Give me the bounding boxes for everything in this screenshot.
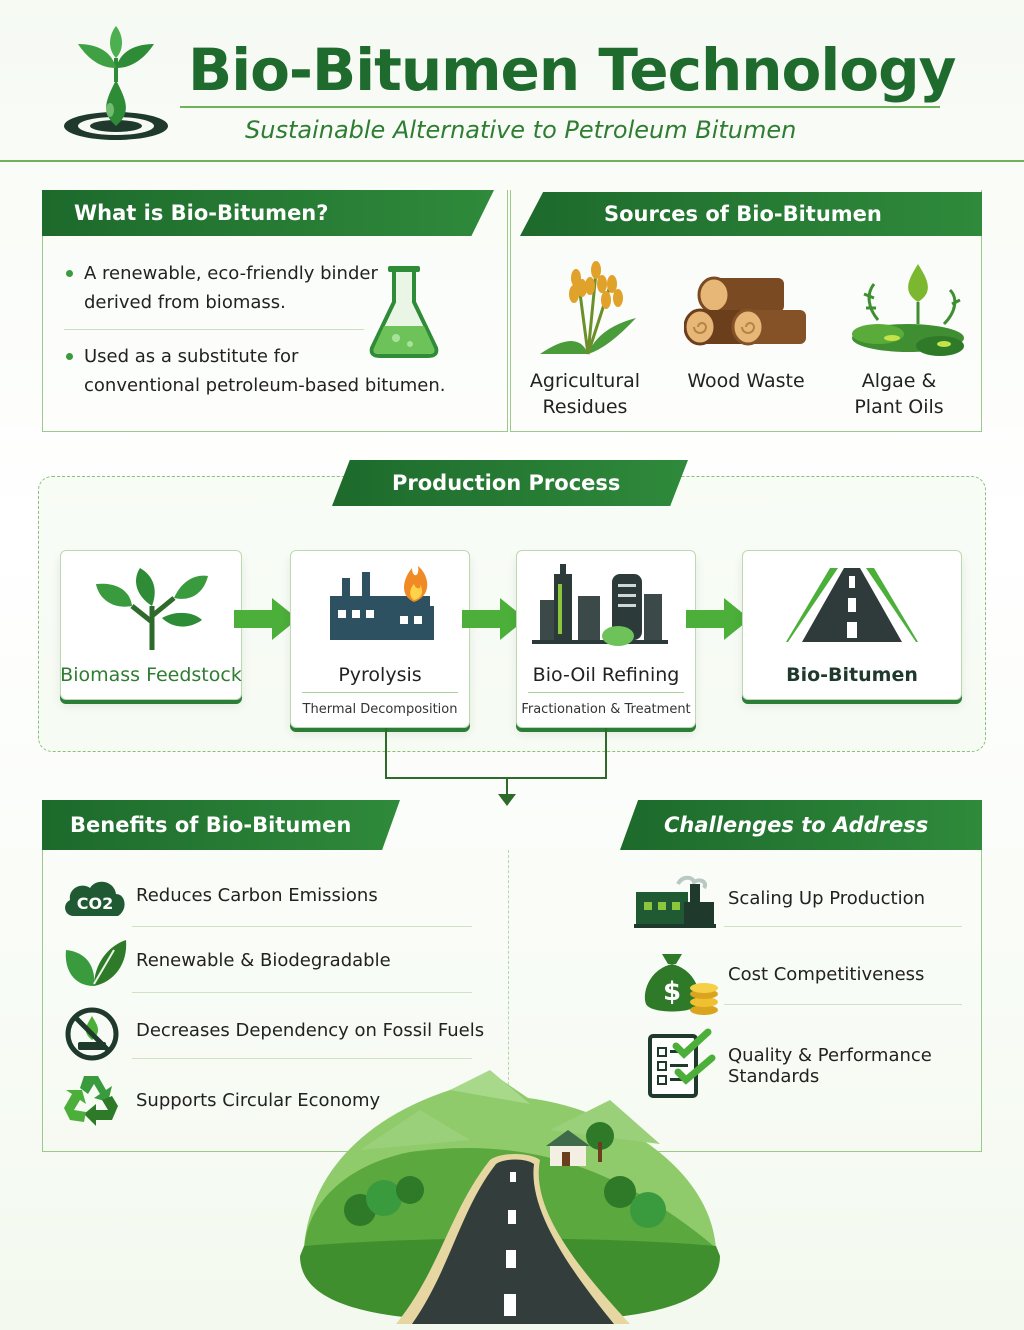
process-heading: Production Process: [332, 460, 688, 506]
co2-label: CO2: [77, 894, 113, 913]
benefit-divider: [132, 1058, 472, 1059]
bullet-2-line-1: Used as a substitute for: [84, 346, 299, 367]
bullet-1-line-2: derived from biomass.: [84, 292, 286, 313]
benefit-4: Supports Circular Economy: [136, 1090, 381, 1111]
source-3-line-1: Algae &: [861, 370, 937, 392]
source-agricultural-residues: Agricultural Residues: [518, 368, 652, 420]
what-is-panel: [42, 190, 508, 432]
source-algae-plant-oils: Algae & Plant Oils: [834, 368, 964, 420]
sources-heading: Sources of Bio-Bitumen: [520, 192, 982, 236]
challenges-panel: [616, 800, 982, 1152]
benefits-panel: [42, 800, 610, 1152]
leaves-icon: [65, 940, 127, 986]
flask-icon: [369, 266, 439, 358]
logo-icon: [64, 26, 168, 140]
challenge-divider: [724, 1004, 962, 1005]
no-fossil-fuel-icon: [65, 1007, 119, 1061]
co2-cloud-icon: CO2: [65, 881, 125, 916]
bullet-dot: [66, 270, 73, 277]
benefits-heading: Benefits of Bio-Bitumen: [42, 800, 400, 850]
step-2-divider: [302, 692, 458, 693]
bullet-divider: [64, 329, 364, 330]
what-is-bullet-1: A renewable, eco-friendly binder derived…: [84, 259, 384, 317]
benefit-2: Renewable & Biodegradable: [136, 950, 391, 971]
algae-icon: [852, 264, 964, 356]
step-1-label: Biomass Feedstock: [60, 664, 242, 686]
recycle-icon: [64, 1076, 118, 1126]
money-bag-icon: $: [644, 954, 718, 1015]
road-landscape-illustration: [300, 1070, 720, 1324]
svg-text:$: $: [663, 977, 681, 1007]
sources-panel: [510, 190, 982, 432]
factory-icon: [634, 875, 716, 928]
step-2-label: Pyrolysis: [338, 664, 422, 686]
challenge-2: Cost Competitiveness: [728, 964, 925, 985]
factory-fire-icon: [330, 566, 434, 640]
arrow-right-icon: [462, 598, 526, 640]
challenge-3: Quality & Performance Standards: [728, 1045, 932, 1087]
step-3-sublabel: Fractionation & Treatment: [521, 702, 691, 717]
road-icon: [786, 568, 918, 642]
challenge-1: Scaling Up Production: [728, 888, 925, 909]
tree-icon: [96, 568, 208, 650]
page-subtitle: Sustainable Alternative to Petroleum Bit…: [245, 116, 797, 144]
what-is-bullet-2: Used as a substitute for conventional pe…: [84, 342, 484, 400]
bullet-dot: [66, 353, 73, 360]
step-3-divider: [528, 692, 684, 693]
checklist-icon: [648, 1028, 716, 1098]
title-divider: [180, 106, 940, 108]
refinery-icon: [532, 564, 668, 646]
source-1-line-1: Agricultural: [529, 370, 641, 392]
step-2-sublabel: Thermal Decomposition: [302, 702, 458, 717]
what-is-heading: What is Bio-Bitumen?: [42, 190, 494, 236]
bullet-2-line-2: conventional petroleum-based bitumen.: [84, 375, 446, 396]
panel-separator: [508, 850, 509, 1100]
source-wood-waste: Wood Waste: [676, 368, 816, 394]
wheat-icon: [540, 261, 636, 355]
merge-connector: [385, 728, 607, 806]
step-4-label: Bio-Bitumen: [786, 664, 918, 686]
benefit-divider: [132, 926, 472, 927]
benefit-3: Decreases Dependency on Fossil Fuels: [136, 1020, 485, 1041]
benefit-1: Reduces Carbon Emissions: [136, 885, 378, 906]
challenge-divider: [724, 926, 962, 927]
wood-logs-icon: [684, 276, 806, 346]
source-3-line-2: Plant Oils: [854, 396, 944, 418]
source-1-line-2: Residues: [542, 396, 628, 418]
header-divider: [0, 160, 1024, 162]
benefit-divider: [132, 992, 472, 993]
page-title: Bio-Bitumen Technology: [188, 36, 956, 104]
step-3-label: Bio-Oil Refining: [532, 664, 680, 686]
arrow-right-icon: [686, 598, 750, 640]
arrow-right-icon: [234, 598, 298, 640]
source-2-line-1: Wood Waste: [687, 370, 805, 392]
challenges-heading: Challenges to Address: [620, 800, 982, 850]
bullet-1-line-1: A renewable, eco-friendly binder: [84, 263, 378, 284]
